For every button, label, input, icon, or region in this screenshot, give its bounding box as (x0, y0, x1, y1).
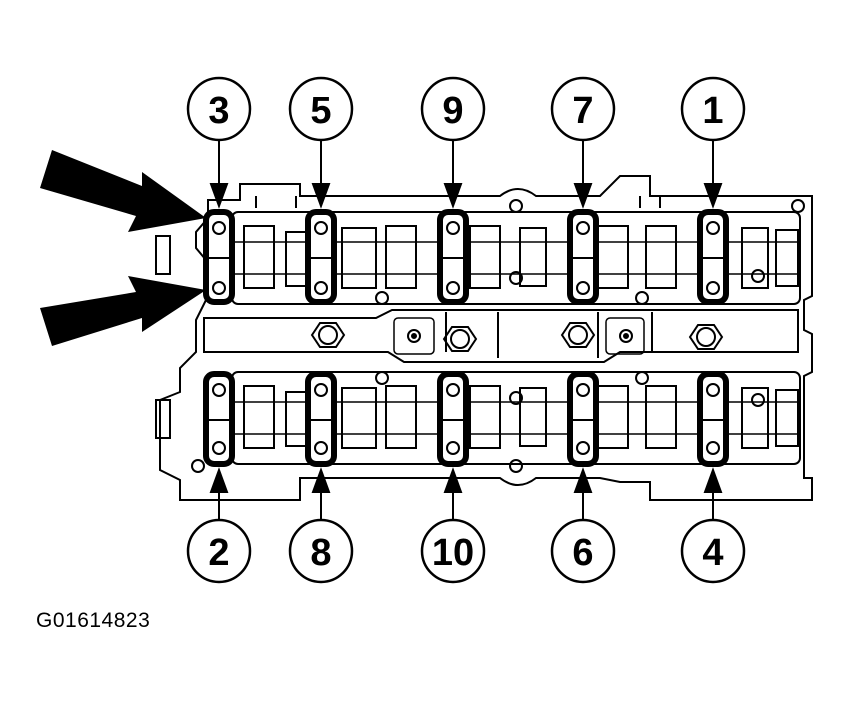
bearing-cap-1 (697, 209, 729, 305)
callout-top-2: 5 (288, 76, 354, 142)
arrow-upper-bolt (40, 150, 206, 232)
svg-text:6: 6 (572, 532, 593, 574)
bearing-caps-top (203, 209, 729, 305)
spark-plug-hex-bolts (310, 322, 724, 352)
svg-text:2: 2 (208, 532, 229, 574)
callout-top-3: 9 (420, 76, 486, 142)
bottom-callouts: 2 8 10 6 4 (186, 518, 746, 584)
callout-bottom-1: 2 (186, 518, 252, 584)
callout-top-4: 7 (550, 76, 616, 142)
figure-id-label: G01614823 (36, 609, 151, 632)
bottom-leader-lines (209, 467, 723, 524)
callout-top-5: 1 (680, 76, 746, 142)
callout-bottom-5: 4 (680, 518, 746, 584)
svg-text:8: 8 (310, 532, 331, 574)
bearing-cap-6 (567, 371, 599, 467)
bearing-cap-7 (567, 209, 599, 305)
bearing-cap-9 (437, 209, 469, 305)
callout-bottom-3: 10 (420, 518, 486, 584)
bearing-cap-4 (697, 371, 729, 467)
bearing-cap-5 (305, 209, 337, 305)
bearing-cap-10 (437, 371, 469, 467)
bearing-caps-bottom (203, 371, 729, 467)
svg-text:1: 1 (702, 90, 723, 132)
callout-bottom-4: 6 (550, 518, 616, 584)
top-callouts: 3 5 9 7 1 (186, 76, 746, 142)
svg-text:4: 4 (702, 532, 723, 574)
cylinder-head-outline (155, 175, 813, 501)
svg-text:10: 10 (432, 532, 474, 574)
top-leader-lines (209, 136, 723, 209)
bearing-cap-2 (203, 371, 235, 467)
arrow-lower-bolt (40, 276, 206, 346)
bearing-cap-3 (203, 209, 235, 305)
callout-bottom-2: 8 (288, 518, 354, 584)
pointer-arrows (40, 150, 206, 346)
svg-text:7: 7 (572, 90, 593, 132)
bearing-cap-8 (305, 371, 337, 467)
callout-top-1: 3 (186, 76, 252, 142)
svg-text:3: 3 (208, 90, 229, 132)
svg-text:5: 5 (310, 90, 331, 132)
spark-plug-rail (203, 309, 799, 363)
svg-text:9: 9 (442, 90, 463, 132)
